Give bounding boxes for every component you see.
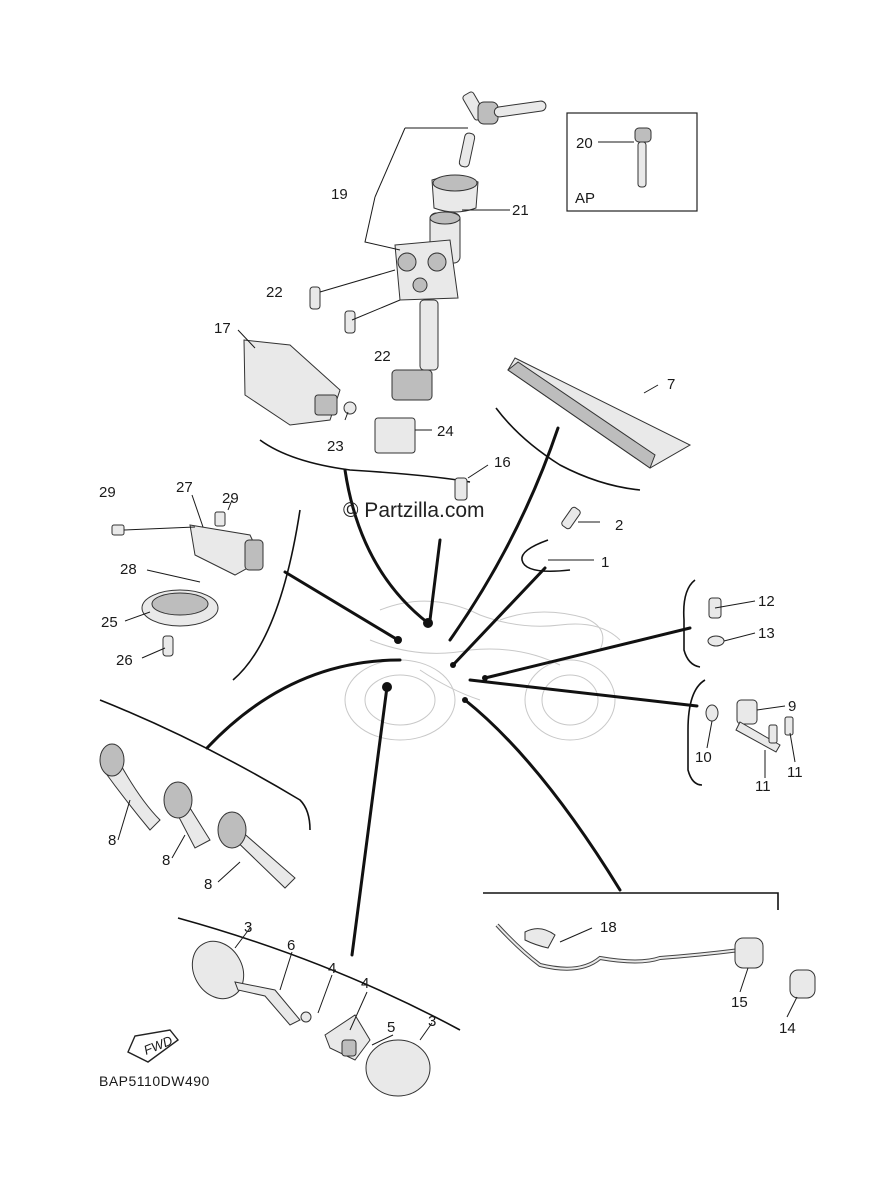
callout-1: 1 xyxy=(601,554,609,571)
fwd-arrow-icon: FWD xyxy=(127,1029,180,1063)
sensor-9-assembly xyxy=(705,699,794,753)
callout-25: 25 xyxy=(101,614,118,631)
leader-lines xyxy=(117,127,798,1046)
inset-label: AP xyxy=(575,190,595,207)
callout-3: 3 xyxy=(428,1013,436,1030)
key-set xyxy=(458,91,547,168)
callout-23: 23 xyxy=(327,438,344,455)
callout-10: 10 xyxy=(695,749,712,766)
callout-labels: 1 2 3 3 4 4 5 6 7 8 8 8 9 10 11 11 12 13… xyxy=(99,135,803,1037)
callout-22: 22 xyxy=(374,348,391,365)
callout-9: 9 xyxy=(788,698,796,715)
reflector-parts xyxy=(191,940,431,1097)
callout-13: 13 xyxy=(758,625,775,642)
callout-21: 21 xyxy=(512,202,529,219)
drawing-code: BAP5110DW490 xyxy=(99,1073,210,1089)
callout-4: 4 xyxy=(361,975,369,992)
callout-28: 28 xyxy=(120,561,137,578)
steering-lock-cover xyxy=(431,174,479,213)
sensor-2 xyxy=(561,506,581,530)
watermark: © Partzilla.com xyxy=(343,499,485,522)
callout-11: 11 xyxy=(787,764,803,781)
callout-3: 3 xyxy=(244,919,252,936)
callout-19: 19 xyxy=(331,186,348,203)
callout-7: 7 xyxy=(667,376,675,393)
clamp-13 xyxy=(707,635,725,647)
main-switch xyxy=(391,211,461,401)
meter-assembly xyxy=(507,357,692,469)
callout-18: 18 xyxy=(600,919,617,936)
callout-29: 29 xyxy=(222,490,239,507)
callout-2: 2 xyxy=(615,517,623,534)
lever-assembly xyxy=(111,511,264,657)
callout-20: 20 xyxy=(576,135,593,152)
harness-assembly xyxy=(495,923,816,999)
lock-sleeve-24 xyxy=(374,417,416,454)
callout-24: 24 xyxy=(437,423,454,440)
callout-26: 26 xyxy=(116,652,133,669)
callout-12: 12 xyxy=(758,593,775,610)
sensor-16 xyxy=(454,477,468,501)
motorcycle-outline xyxy=(344,600,621,741)
bracket-17 xyxy=(243,339,357,426)
grips-8 xyxy=(99,743,296,889)
callout-8: 8 xyxy=(162,852,170,869)
callout-16: 16 xyxy=(494,454,511,471)
callout-5: 5 xyxy=(387,1019,395,1036)
connector-lines xyxy=(205,426,699,957)
callout-22: 22 xyxy=(266,284,283,301)
callout-8: 8 xyxy=(108,832,116,849)
screws-22 xyxy=(309,286,356,334)
callout-29: 29 xyxy=(99,484,116,501)
callout-17: 17 xyxy=(214,320,231,337)
callout-27: 27 xyxy=(176,479,193,496)
callout-6: 6 xyxy=(287,937,295,954)
callout-15: 15 xyxy=(731,994,748,1011)
key-ap-inset xyxy=(566,112,698,212)
callout-8: 8 xyxy=(204,876,212,893)
callout-11: 11 xyxy=(755,778,771,795)
group-frames xyxy=(99,407,779,1031)
callout-14: 14 xyxy=(779,1020,796,1037)
callout-4: 4 xyxy=(328,960,336,977)
